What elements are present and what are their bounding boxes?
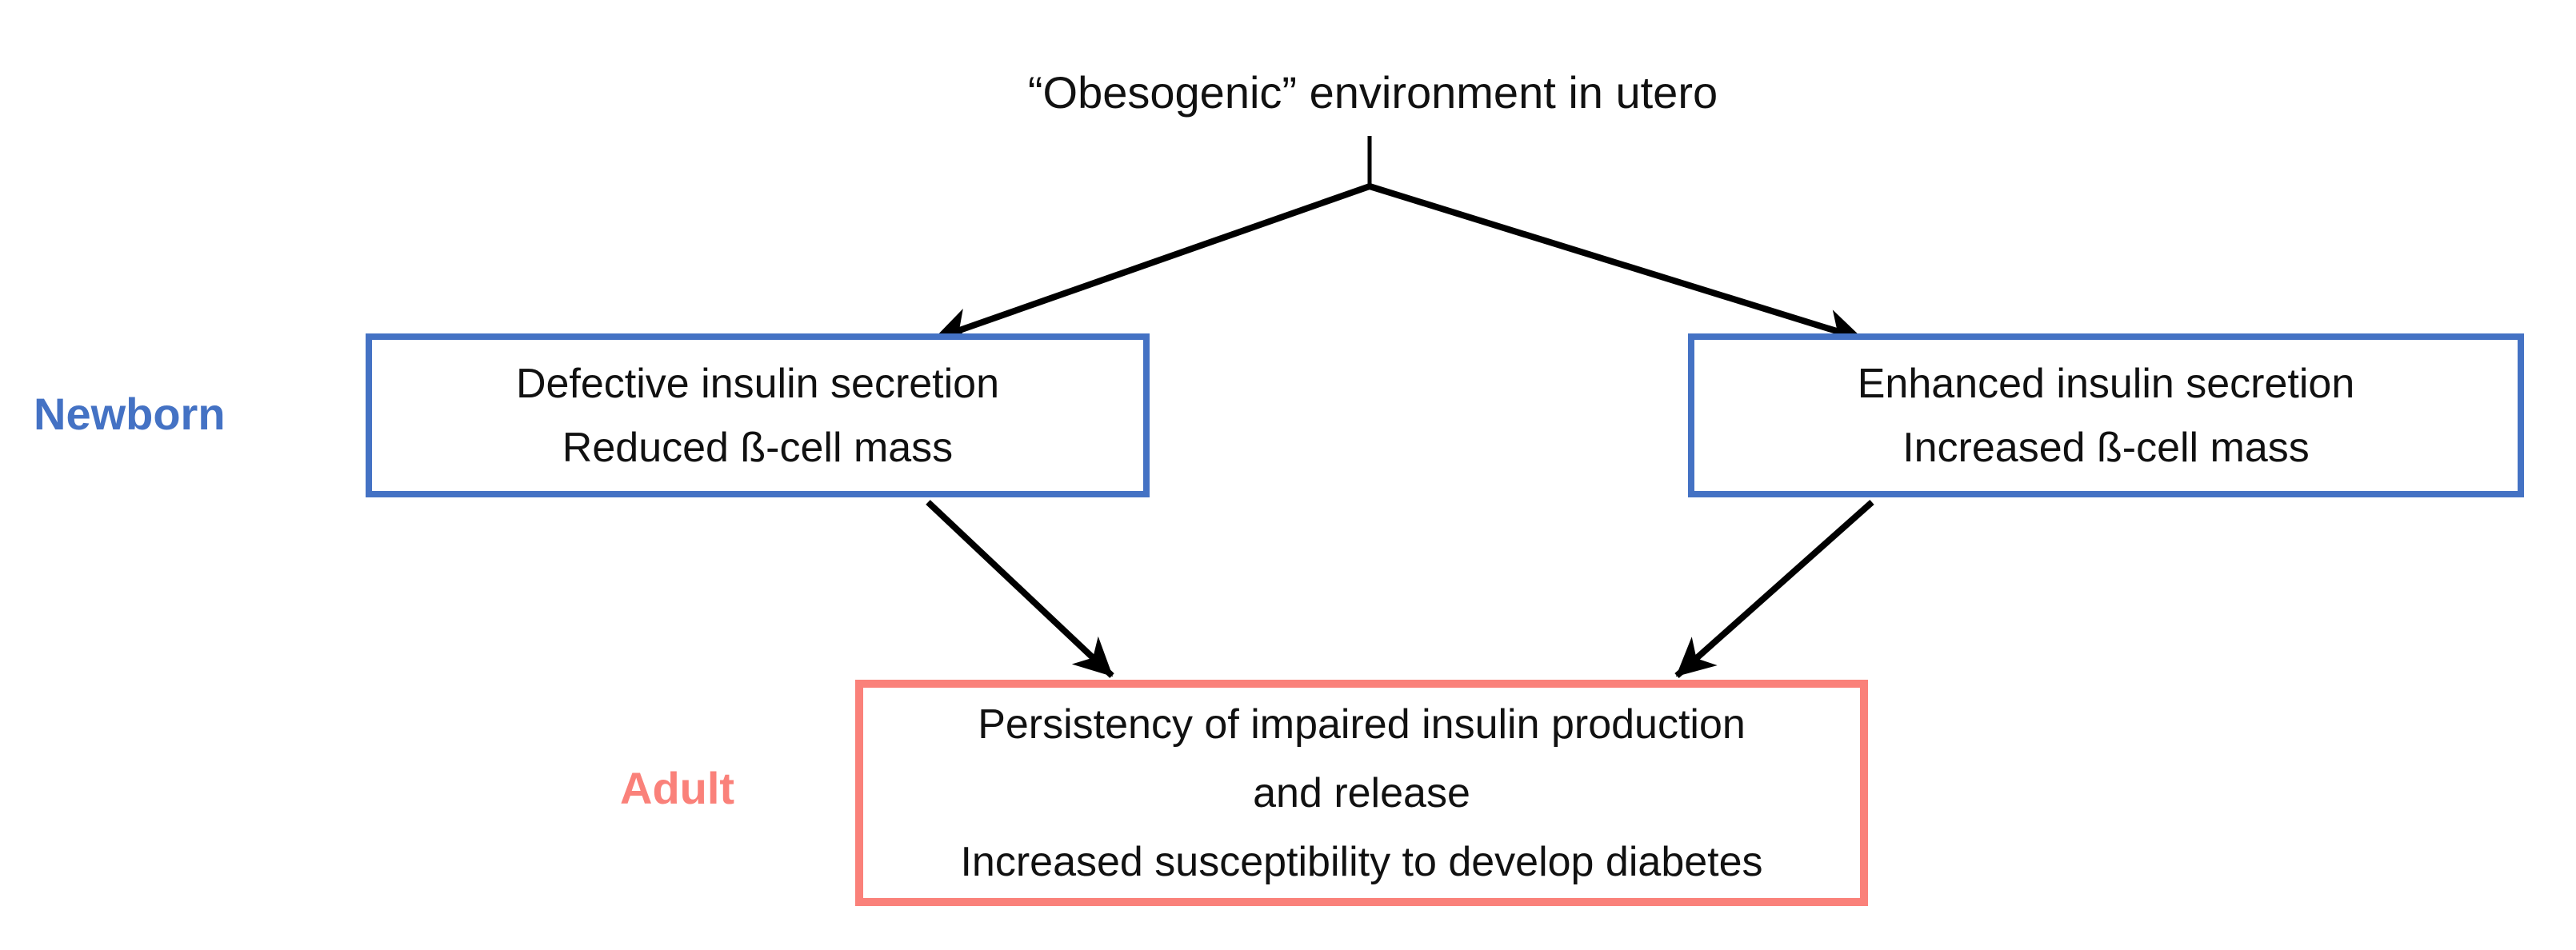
newborn-right-box-line2: Increased ß-cell mass bbox=[1902, 424, 2310, 471]
newborn-row-label: Newborn bbox=[34, 389, 226, 439]
adult-bottom-box-line2: and release bbox=[1253, 769, 1470, 816]
newborn-left-box-line2: Reduced ß-cell mass bbox=[562, 424, 954, 471]
newborn-left-box-line1: Defective insulin secretion bbox=[515, 360, 1000, 407]
newborn-right-box: Enhanced insulin secretion Increased ß-c… bbox=[1688, 333, 2524, 497]
arrow-right-box-to-adult-box bbox=[1674, 500, 1874, 678]
arrow-to-newborn-left-box bbox=[933, 183, 1371, 345]
arrow-to-newborn-right-box bbox=[1368, 183, 1864, 347]
newborn-right-box-line1: Enhanced insulin secretion bbox=[1857, 360, 2355, 407]
diagram-title: “Obesogenic” environment in utero bbox=[1027, 67, 1718, 118]
adult-bottom-box-line3: Increased susceptibility to develop diab… bbox=[960, 838, 1763, 885]
arrow-left-box-to-adult-box bbox=[926, 500, 1114, 678]
newborn-left-box: Defective insulin secretion Reduced ß-ce… bbox=[366, 333, 1150, 497]
adult-bottom-box: Persistency of impaired insulin producti… bbox=[855, 680, 1868, 906]
adult-bottom-box-line1: Persistency of impaired insulin producti… bbox=[978, 701, 1746, 748]
adult-row-label: Adult bbox=[620, 763, 735, 813]
